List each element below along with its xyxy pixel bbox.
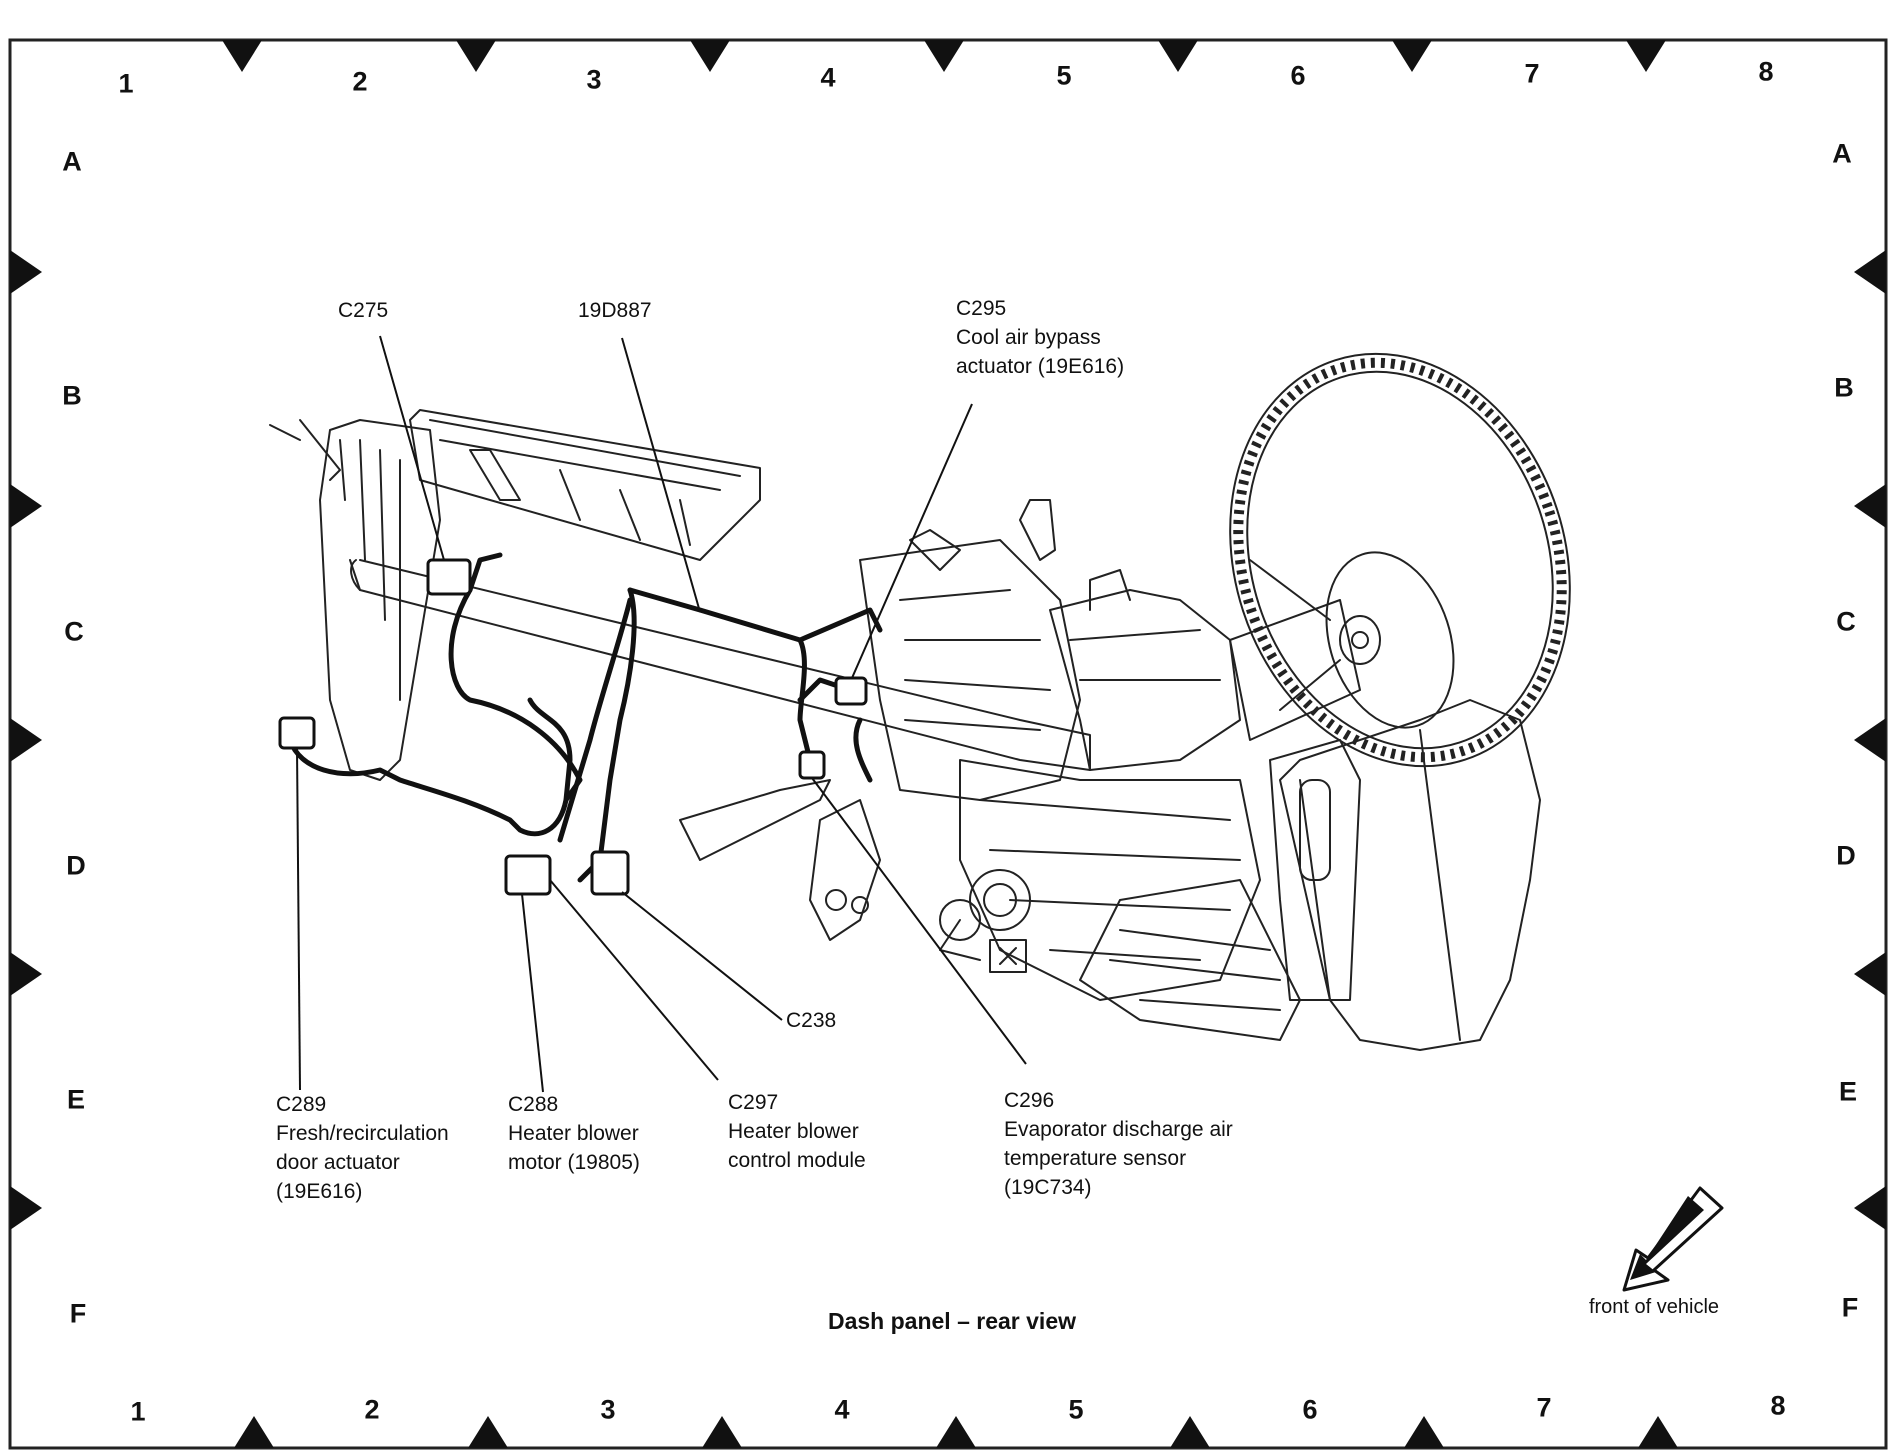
bottom-pan (1079, 879, 1301, 1041)
connector-c295 (834, 676, 868, 706)
leader-c289 (296, 747, 301, 1091)
grid-row-right-d: D (1836, 840, 1856, 871)
dash-panel-illustration (269, 352, 1571, 1051)
upper-duct (1049, 589, 1241, 771)
grid-col-top-5: 5 (1056, 60, 1072, 91)
connector-c297 (590, 850, 630, 896)
floor-bracket (679, 779, 831, 861)
callout-c238-code: C238 (786, 1009, 837, 1032)
center-structure (859, 539, 1081, 801)
callout-c296-line2: temperature sensor (1004, 1147, 1187, 1170)
callout-c289-code: C289 (276, 1093, 327, 1116)
grid-row-right-e: E (1838, 1076, 1858, 1107)
connectors (278, 558, 868, 896)
grid-col-top-7: 7 (1524, 58, 1540, 89)
leader-lines (296, 335, 1027, 1093)
grid-col-bottom-2: 2 (364, 1394, 380, 1425)
callout-c288: C288 Heater blower motor (19805) (508, 1090, 640, 1177)
leader-c238 (621, 891, 783, 1021)
leader-c296 (811, 777, 1027, 1065)
leader-c297 (549, 879, 719, 1081)
front-of-vehicle-label: front of vehicle (1588, 1296, 1720, 1318)
grid-row-left-e: E (66, 1084, 86, 1115)
steering-wheel-inner (1246, 370, 1554, 750)
leader-19d887 (621, 337, 701, 613)
right-grid-markers (1854, 250, 1886, 1230)
leader-c288 (521, 893, 544, 1093)
callout-c275-code: C275 (338, 299, 389, 322)
steering-wheel-outer (1229, 352, 1571, 768)
grid-col-top-4: 4 (820, 62, 836, 93)
grid-col-bottom-8: 8 (1770, 1390, 1786, 1421)
callout-c296-code: C296 (1004, 1089, 1055, 1112)
callout-c297-line2: control module (728, 1149, 866, 1172)
grid-col-top-6: 6 (1290, 60, 1306, 91)
callout-c238: C238 (786, 1006, 836, 1035)
grid-col-top-3: 3 (586, 64, 602, 95)
callout-c296-line3: (19C734) (1004, 1176, 1092, 1199)
left-end-bracket (319, 419, 441, 781)
grid-row-right-b: B (1834, 372, 1854, 403)
callout-c296-line1: Evaporator discharge air (1004, 1118, 1233, 1141)
grid-col-bottom-1: 1 (130, 1396, 146, 1427)
grid-row-left-c: C (64, 616, 84, 647)
steering-hub (1325, 551, 1455, 729)
callout-c289: C289 Fresh/recirculation door actuator (… (276, 1090, 449, 1206)
steering-wheel-grip (1233, 357, 1567, 763)
callout-c275: C275 (338, 296, 388, 325)
grid-row-right-f: F (1841, 1292, 1859, 1323)
left-grid-markers (10, 250, 42, 1230)
leader-c275 (379, 335, 445, 561)
arrow-icon (1622, 1186, 1724, 1292)
steering-column (1229, 599, 1361, 741)
grid-row-left-f: F (69, 1298, 87, 1329)
top-grid-markers (222, 40, 1666, 72)
callout-19d887: 19D887 (578, 296, 652, 325)
grid-row-left-d: D (66, 850, 86, 881)
callout-c288-line1: Heater blower (508, 1122, 639, 1145)
lower-hvac-housing (959, 759, 1261, 1001)
callout-c295-code: C295 (956, 297, 1007, 320)
callout-c296: C296 Evaporator discharge air temperatur… (1004, 1086, 1233, 1202)
callout-c289-line1: Fresh/recirculation (276, 1122, 449, 1145)
grid-col-bottom-7: 7 (1536, 1392, 1552, 1423)
callout-c295-line2: actuator (19E616) (956, 355, 1125, 378)
connector-c289 (278, 716, 316, 750)
grid-col-bottom-4: 4 (834, 1394, 850, 1425)
diagram-caption: Dash panel – rear view (827, 1308, 1077, 1334)
callout-c289-line3: (19E616) (276, 1180, 363, 1203)
grid-col-bottom-6: 6 (1302, 1394, 1318, 1425)
connector-c275 (426, 558, 472, 596)
callout-c297: C297 Heater blower control module (728, 1088, 866, 1175)
callout-c297-code: C297 (728, 1091, 779, 1114)
callout-c297-line1: Heater blower (728, 1120, 859, 1143)
dash-top-frame (409, 409, 761, 561)
grid-col-bottom-5: 5 (1068, 1394, 1084, 1425)
grid-row-left-b: B (62, 380, 82, 411)
grid-row-left-a: A (62, 146, 82, 177)
bottom-grid-markers (234, 1416, 1678, 1448)
connector-c296 (798, 750, 826, 780)
grid-col-bottom-3: 3 (600, 1394, 616, 1425)
connector-c288 (504, 854, 552, 896)
callout-c288-code: C288 (508, 1093, 559, 1116)
gear (969, 869, 1031, 931)
callout-c295-line1: Cool air bypass (956, 326, 1101, 349)
right-side-duct (1279, 699, 1541, 1051)
callout-c288-line2: motor (19805) (508, 1151, 640, 1174)
grid-col-top-2: 2 (352, 66, 368, 97)
wiring-harness (287, 552, 883, 883)
grid-col-top-8: 8 (1758, 56, 1774, 87)
callout-19d887-code: 19D887 (578, 299, 652, 322)
callout-c289-line2: door actuator (276, 1151, 400, 1174)
grid-row-right-a: A (1832, 138, 1852, 169)
callout-c295: C295 Cool air bypass actuator (19E616) (956, 294, 1124, 381)
grid-row-right-c: C (1836, 606, 1856, 637)
leader-c295 (851, 403, 973, 679)
grid-col-top-1: 1 (118, 68, 134, 99)
